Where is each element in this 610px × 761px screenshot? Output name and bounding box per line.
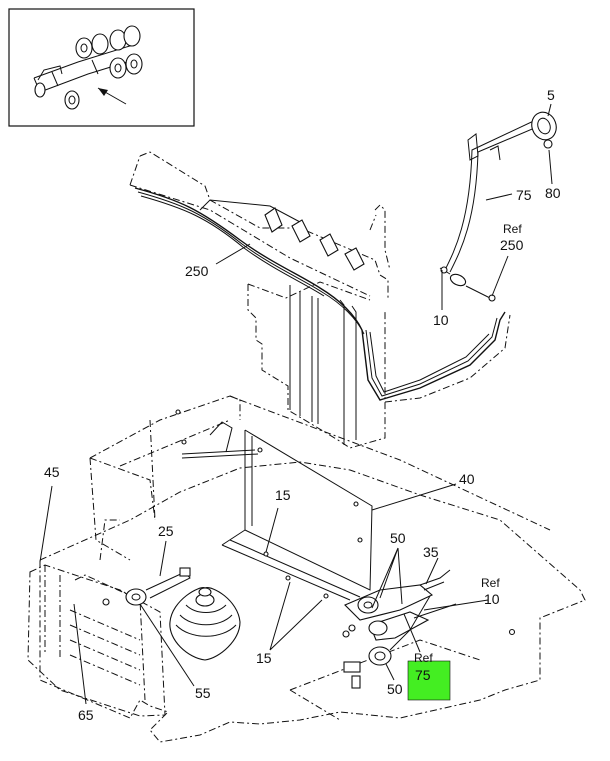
callout-250: 250 <box>185 263 209 279</box>
locator-inset <box>8 8 195 127</box>
callout-75-top: 75 <box>516 187 532 203</box>
callout-15-upper: 15 <box>275 487 291 503</box>
callout-25: 25 <box>158 523 174 539</box>
ground-stud-icon <box>102 567 191 606</box>
callout-50-lower: 50 <box>387 681 403 697</box>
callout-75-ref-highlight[interactable]: Ref 75 <box>407 651 451 701</box>
vehicle-chassis-locator-icon <box>33 25 143 110</box>
callout-labels: 5 80 75 Ref 250 250 10 40 45 15 25 50 35… <box>44 87 561 723</box>
callout-75-highlight: 75 <box>415 667 431 683</box>
callout-10-mid: 10 <box>484 591 500 607</box>
callout-15-lower: 15 <box>256 650 272 666</box>
shift-boot-icon <box>169 587 241 661</box>
upper-harness-assembly <box>129 111 557 449</box>
callout-40: 40 <box>459 471 475 487</box>
callout-45: 45 <box>44 464 60 480</box>
inline-connector-icon <box>439 266 496 302</box>
callout-5: 5 <box>547 87 555 103</box>
floor-assembly <box>27 395 586 743</box>
leader-lines <box>39 103 553 705</box>
callout-ref-top: Ref <box>503 222 522 236</box>
callout-10-top: 10 <box>433 312 449 328</box>
callout-ref-highlight: Ref <box>414 651 433 665</box>
callout-50-upper: 50 <box>390 530 406 546</box>
callout-250-ref: 250 <box>500 237 524 253</box>
callout-ref-mid: Ref <box>481 576 500 590</box>
callout-35: 35 <box>423 544 439 560</box>
connector-5-icon <box>531 111 557 149</box>
connector-cluster-icon <box>342 569 451 689</box>
battery-box-vents-icon <box>69 609 141 686</box>
callout-55: 55 <box>195 685 211 701</box>
callout-65: 65 <box>78 707 94 723</box>
callout-80: 80 <box>545 185 561 201</box>
